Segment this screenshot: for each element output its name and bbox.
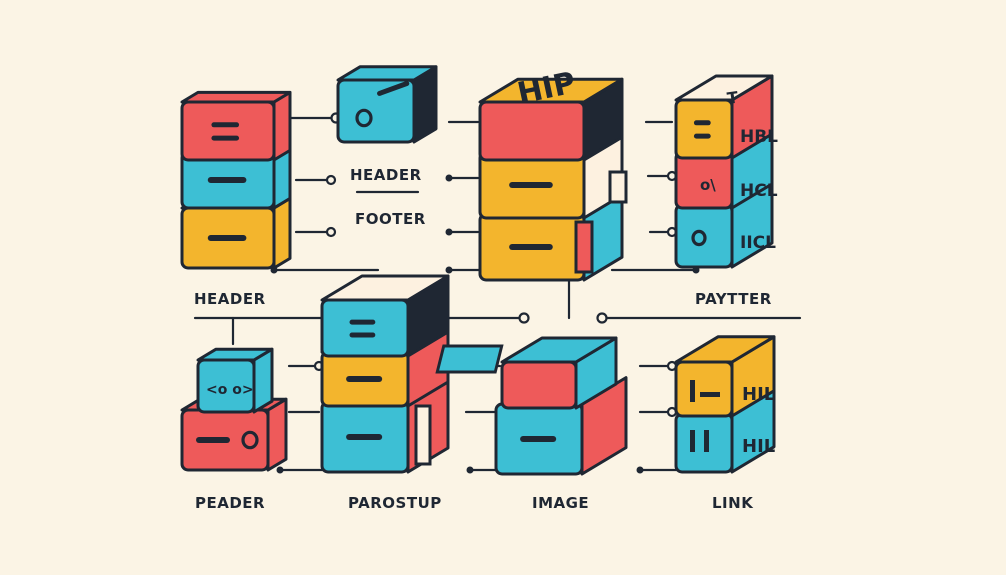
connector-dot-icon bbox=[466, 466, 474, 474]
stacked-block-icon bbox=[196, 347, 274, 414]
connector-dot-icon bbox=[325, 226, 337, 238]
block-text-hil-top: HIL bbox=[742, 384, 775, 405]
stacked-block-icon bbox=[180, 90, 292, 162]
label-footer-center: FOOTER bbox=[355, 210, 426, 228]
connector-dot-icon bbox=[596, 312, 608, 324]
label-peader: PEADER bbox=[195, 494, 265, 512]
stacked-block-icon bbox=[494, 376, 628, 476]
block-text-dots: o\ bbox=[700, 176, 716, 194]
block-text-hil-bottom: HIL bbox=[742, 436, 775, 457]
label-link: LINK bbox=[712, 494, 754, 512]
connector-dots-solid bbox=[270, 174, 700, 474]
label-header-center: HEADER bbox=[350, 166, 422, 184]
label-parostup: PAROSTUP bbox=[348, 494, 442, 512]
circle-icon bbox=[691, 229, 707, 247]
block-text-symbol: <o o> bbox=[206, 382, 254, 398]
label-image: IMAGE bbox=[532, 494, 589, 512]
block-text-hcl: HCL bbox=[740, 181, 778, 201]
labels: HEADER FOOTER HEADER PAYTTER PEADER PARO… bbox=[194, 166, 772, 512]
connector-dot-icon bbox=[445, 174, 453, 182]
connector-dot-icon bbox=[325, 174, 337, 186]
connector-dot-icon bbox=[445, 228, 453, 236]
circle-icon bbox=[355, 108, 373, 128]
stacked-block-icon bbox=[336, 65, 438, 144]
stacked-block-icon bbox=[320, 274, 450, 358]
stacked-block-icon bbox=[674, 74, 774, 160]
connector-dot-icon bbox=[636, 466, 644, 474]
circle-icon bbox=[241, 430, 259, 450]
connector-dot-icon bbox=[445, 266, 453, 274]
block-text-t: T bbox=[726, 88, 740, 108]
connector-dot-icon bbox=[276, 466, 284, 474]
connector-dots bbox=[313, 112, 678, 418]
connector-dot-icon bbox=[518, 312, 530, 324]
label-header-left: HEADER bbox=[194, 290, 266, 308]
block-text-hbl: HBL bbox=[740, 127, 778, 147]
stacked-block-icon bbox=[478, 77, 624, 162]
stacked-block-icon bbox=[500, 336, 618, 410]
label-paytter: PAYTTER bbox=[695, 290, 772, 308]
block-text-iicl: IICL bbox=[740, 233, 776, 253]
stacked-block-icon bbox=[674, 335, 776, 418]
